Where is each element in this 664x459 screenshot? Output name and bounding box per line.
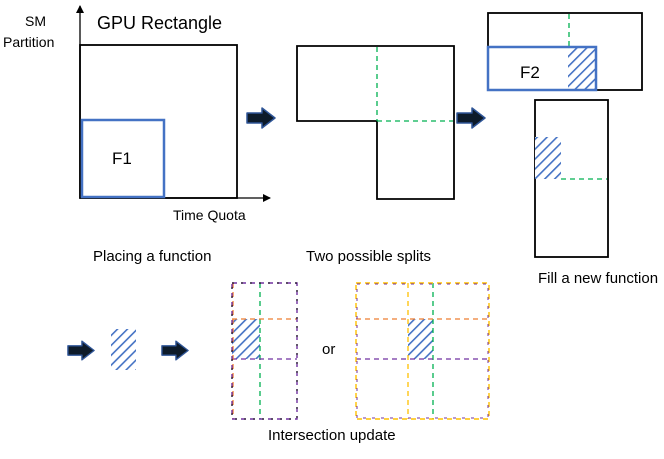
l-shaped-free-space <box>296 45 455 200</box>
function-f1-box <box>80 118 166 199</box>
hatched-overlap <box>535 137 561 179</box>
fill-caption: Fill a new function <box>538 270 658 287</box>
right-arrow-icon <box>456 107 486 129</box>
intersection-grid-left <box>231 282 298 420</box>
f1-label: F1 <box>112 149 132 168</box>
or-label: or <box>322 341 335 358</box>
right-arrow-icon <box>67 340 95 361</box>
placing-caption: Placing a function <box>93 248 211 265</box>
right-arrow-icon <box>161 340 189 361</box>
placed-function-block <box>111 329 136 370</box>
intersection-caption: Intersection update <box>268 427 396 444</box>
gpu-rectangle <box>79 44 238 199</box>
panel-title: GPU Rectangle <box>97 13 222 33</box>
y-axis-label-line2: Partition <box>3 34 54 50</box>
splits-caption: Two possible splits <box>306 248 431 265</box>
f2-label: F2 <box>520 63 540 82</box>
grid-outline <box>231 282 298 420</box>
gpu-rectangle-panel: GPU Rectangle SM Partition F1 Time Quota <box>3 5 271 223</box>
hatched-overlap <box>408 319 433 359</box>
fill-panel: F2 Fill a new function <box>486 12 658 287</box>
right-arrow-icon <box>246 107 276 129</box>
function-f2-box <box>486 45 598 92</box>
grid-outline <box>355 282 490 420</box>
hatched-overlap <box>568 47 595 90</box>
grid-outline <box>356 283 489 419</box>
hatched-overlap <box>232 319 260 359</box>
split-panel <box>296 45 455 200</box>
y-axis-label-line1: SM <box>25 13 46 29</box>
x-axis-label: Time Quota <box>173 207 246 223</box>
wide-free-rectangle <box>487 12 643 91</box>
intersection-grid-right <box>355 282 490 420</box>
